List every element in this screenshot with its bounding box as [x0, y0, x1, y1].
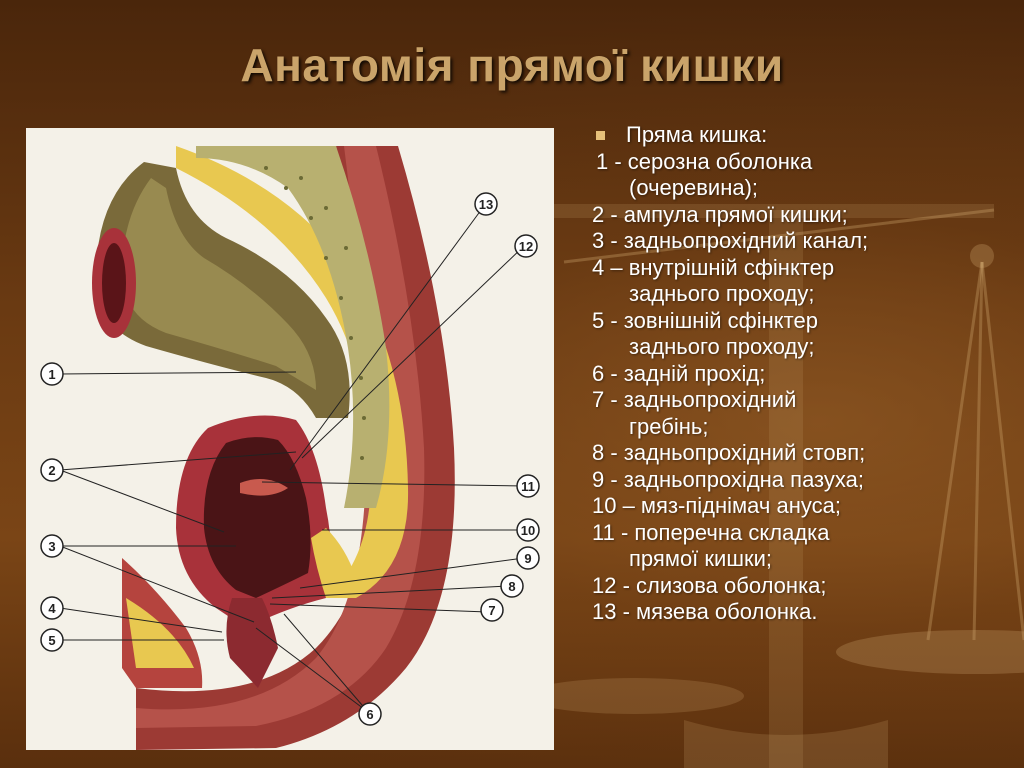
svg-text:9: 9	[524, 551, 531, 566]
sigmoid-colon-highlight	[121, 178, 316, 390]
callout-8: 8	[500, 574, 524, 598]
sacrum-bone	[196, 146, 390, 508]
svg-text:5: 5	[48, 633, 55, 648]
callout-2: 2	[40, 458, 64, 482]
callout-4: 4	[40, 596, 64, 620]
callout-13: 13	[474, 192, 498, 216]
svg-text:7: 7	[488, 603, 495, 618]
callout-10: 10	[516, 518, 540, 542]
legend-item-11-continuation: прямої кишки;	[629, 546, 772, 571]
callout-5: 5	[40, 628, 64, 652]
legend-item-12: 12 - слизова оболонка;	[592, 572, 827, 598]
svg-text:4: 4	[48, 601, 56, 616]
svg-text:11: 11	[521, 479, 535, 494]
svg-text:6: 6	[366, 707, 373, 722]
svg-text:3: 3	[48, 539, 55, 554]
legend-item-4-continuation: заднього проходу;	[629, 281, 815, 306]
legend-item-10: 10 – мяз-піднімач ануса;	[592, 493, 841, 518]
legend-item-4: 4 – внутрішній сфінктер	[592, 254, 835, 280]
callout-3: 3	[40, 534, 64, 558]
levator-right	[311, 528, 356, 598]
callout-11: 11	[516, 474, 540, 498]
square-bullet-icon	[596, 131, 605, 140]
slide-title: Анатомія прямої кишки	[240, 39, 784, 91]
legend-item-6: 6 - задній прохід;	[592, 360, 766, 386]
svg-text:8: 8	[508, 579, 515, 594]
legend-item-7: 7 - задньопрохідний	[592, 387, 797, 412]
legend-item-7-continuation: гребінь;	[629, 413, 709, 439]
anatomy-legend: Пряма кишка: 1 - серозна оболонка (очере…	[578, 122, 998, 626]
callout-12: 12	[514, 234, 538, 258]
rectum-anatomy-illustration: 1 2 3 4 5 6 7 8	[26, 128, 554, 750]
legend-item-9: 9 - задньопрохідна пазуха;	[592, 466, 864, 492]
callout-1: 1	[40, 362, 64, 386]
legend-item-3: 3 - задньопрохідний канал;	[592, 228, 869, 253]
callout-6: 6	[358, 702, 382, 726]
svg-text:1: 1	[48, 367, 55, 382]
svg-text:2: 2	[48, 463, 55, 478]
callout-7: 7	[480, 598, 504, 622]
legend-item-8: 8 - задньопрохідний стовп;	[592, 440, 866, 465]
svg-text:12: 12	[519, 239, 533, 254]
legend-item-11: 11 - поперечна складка	[592, 519, 830, 545]
rectal-lumen	[203, 437, 311, 598]
transverse-fold	[240, 479, 288, 496]
external-sphincter-fat	[126, 598, 194, 668]
callout-9: 9	[516, 546, 540, 570]
sacrum-texture	[264, 166, 366, 460]
legend-heading: Пряма кишка:	[578, 122, 998, 149]
legend-item-1-continuation: (очеревина);	[629, 175, 759, 200]
anal-canal	[226, 598, 278, 688]
legend-item-1: 1 - серозна оболонка	[596, 148, 813, 174]
rectum-cross-section-svg: 1 2 3 4 5 6 7 8	[40, 146, 540, 750]
leader-lines	[59, 205, 527, 713]
svg-text:13: 13	[479, 197, 493, 212]
legend-item-5: 5 - зовнішній сфінктер	[592, 307, 818, 333]
legend-item-5-continuation: заднього проходу;	[629, 334, 815, 359]
colon-lumen	[102, 243, 126, 323]
legend-item-13: 13 - мязева оболонка.	[592, 599, 818, 624]
legend-item-2: 2 - ампула прямої кишки;	[592, 201, 848, 227]
legend-heading-text: Пряма кишка:	[626, 122, 768, 147]
svg-text:10: 10	[521, 523, 535, 538]
